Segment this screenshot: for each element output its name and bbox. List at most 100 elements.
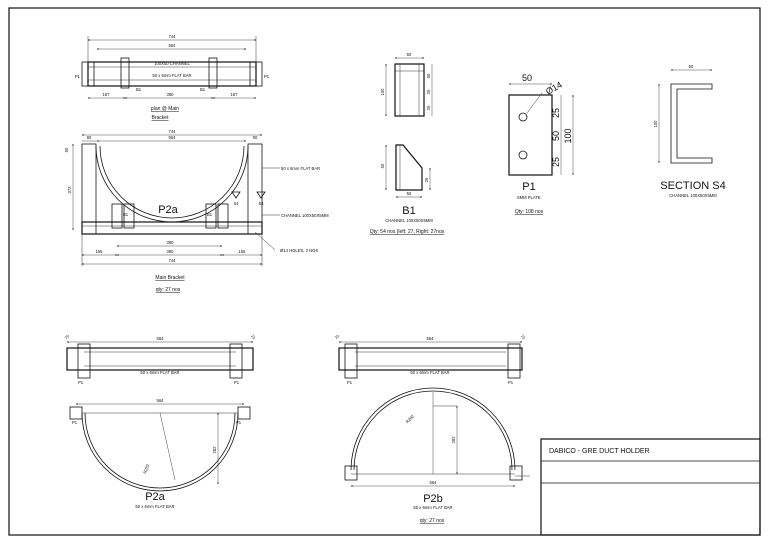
plan-right-p1: P1 (264, 74, 270, 79)
p1-dim-50: 50 (551, 131, 561, 141)
mb-dim-row3: 744 (169, 258, 177, 263)
plan-overall-dim: 744 (169, 34, 177, 39)
p2b-plan-end-left: 70 (334, 333, 341, 340)
plan-left-p1: P1 (75, 74, 81, 79)
sheet-border (8, 7, 761, 536)
p1-dim-25-top: 25 (551, 108, 561, 118)
svg-text:+: + (87, 66, 90, 71)
mb-end-right: 90 (253, 135, 258, 140)
mb-height-dim: 372 (67, 186, 72, 194)
p2a-elev-depth: 282 (212, 446, 217, 454)
p2b-plan: 564 70 70 P1 P1 50 x 6mm FLAT BAR (334, 333, 527, 385)
section-s4: 50 100 SECTION S4 CHANNEL 100X50X5MM (653, 64, 726, 198)
b1-elev-height: 50 (380, 163, 385, 168)
p2b-elev-note: 50 x 6mm FLAT BAR (413, 505, 452, 510)
p2a-plan-overall: 564 (157, 336, 165, 341)
plan-channel-label: 100X50 CHANNEL (154, 61, 190, 66)
p2b-plan-overall: 564 (427, 336, 435, 341)
mb-channel-note: CHANNEL 100X50X5MM (281, 213, 329, 218)
mb-dim-row2-left: 155 (96, 249, 104, 254)
b1-elev-dim: 25 (424, 177, 429, 182)
mb-section-right: S4 (258, 201, 264, 206)
p2a-plan-p1-right: P1 (234, 380, 240, 385)
mb-end-left: 90 (87, 135, 92, 140)
p2a-elev-overall: 564 (157, 398, 165, 403)
b1-inner-dim1: 50 (426, 73, 431, 78)
mb-b1-right: B1 (207, 212, 213, 217)
p2b-elev-radius: R282 (405, 413, 416, 424)
b1-inner-dim3: 25 (426, 105, 431, 110)
mb-caption: Main Bracket (155, 275, 185, 281)
plan-left-b1: B1 (136, 87, 142, 92)
b1-inner-dim2: 25 (426, 89, 431, 94)
s4-channel-note: CHANNEL 100X50X5MM (669, 193, 717, 198)
mb-inner-dim: 564 (169, 135, 177, 140)
p2b-elevation: 282 R282 564 P2b 50 x 6mm FLAT BAR qty: … (344, 387, 530, 524)
p1-top-dim: 50 (522, 73, 532, 83)
p1-hole-dim: Ø14 (544, 80, 564, 97)
p2a-plan-end-left: 70 (64, 333, 71, 340)
plan-inner-dim: 564 (169, 43, 177, 48)
plan-left-offset: 167 (103, 92, 111, 97)
p2a-plan: 564 70 70 P1 P1 50 x 6mm FLAT BAR (64, 333, 257, 385)
b1-elev-bottom: 50 (407, 191, 412, 196)
mb-overall-dim: 744 (169, 129, 177, 134)
p1-label: P1 (522, 181, 535, 193)
mb-holes-note: Ø14 HOLES, 2 NOS (280, 248, 318, 253)
plan-right-b1: B1 (200, 87, 206, 92)
p2b-elev-height: 282 (451, 436, 456, 444)
mb-section-left: S4 (233, 201, 239, 206)
s4-flange-dim: 50 (689, 64, 694, 69)
p2b-elev-overall: 564 (430, 480, 438, 485)
p2a-plan-p1-left: P1 (78, 380, 84, 385)
svg-text:+: + (87, 79, 90, 84)
p2a-elev-label: P2a (145, 491, 165, 503)
p2a-elev-note: 50 x 6mm FLAT BAR (135, 504, 174, 509)
p1-qty: Qty: 108 nos (515, 209, 544, 215)
p2a-plan-end-right: 70 (250, 334, 257, 341)
plan-center-span: 390 (167, 92, 175, 97)
mb-flatbar-note: 50 x 6mm FLAT BAR (281, 166, 320, 171)
main-bracket-view: 744 564 90 90 372 50 B1 B1 P2a 50 x 6mm … (64, 129, 329, 293)
b1-top-dim: 50 (407, 52, 412, 57)
b1-detail: 50 100 50 25 25 50 25 50 B1 CHANNEL 100X… (370, 52, 445, 235)
mb-qty: qty: 27 nos (156, 287, 181, 293)
p1-plate-note: 6MM PLATE (517, 195, 541, 200)
s4-web-dim: 100 (653, 120, 658, 128)
b1-channel-note: CHANNEL 100X50X5MM (385, 218, 433, 223)
p2a-elev-p1-right: P1 (236, 420, 242, 425)
p2b-elev-qty: qty: 27 nos (420, 518, 445, 524)
svg-text:+: + (255, 79, 258, 84)
project-title: DABICO - GRE DUCT HOLDER (549, 448, 650, 455)
p2b-plan-note: 50 x 6mm FLAT BAR (410, 370, 449, 375)
mb-dim-row1: 390 (167, 240, 175, 245)
title-block: DABICO - GRE DUCT HOLDER (540, 438, 761, 536)
s4-label: SECTION S4 (660, 180, 725, 192)
p2b-elev-label: P2b (423, 493, 443, 505)
mb-part-label: P2a (158, 204, 178, 216)
mb-top-dim: 50 (64, 147, 69, 152)
p2a-elevation: 564 R282 282 P1 P1 P2a 50 x 6mm FLAT BAR (69, 398, 251, 509)
plan-view: 744 564 100X50 CHANNEL 50 x 6mm FLAT BAR… (75, 34, 270, 121)
mb-dim-row2-mid: 390 (167, 249, 175, 254)
plan-caption-1: plan @ Main (151, 106, 179, 112)
p1-dim-100: 100 (563, 128, 573, 143)
p1-dim-25-bottom: 25 (551, 157, 561, 167)
plan-caption-2: Bracket (152, 115, 170, 121)
p2a-plan-note: 50 x 6mm FLAT BAR (140, 370, 179, 375)
p2b-plan-p1-left: P1 (347, 380, 353, 385)
p2a-elev-p1-left: P1 (72, 420, 78, 425)
p2b-plan-p1-right: P1 (508, 380, 514, 385)
p1-detail: 50 Ø14 25 50 25 100 P1 6MM PLATE Qty: 10… (508, 73, 574, 215)
b1-side-dim: 100 (380, 88, 385, 96)
mb-b1-left: B1 (123, 212, 129, 217)
p2b-plan-end-right: 70 (520, 334, 527, 341)
b1-qty: Qty: 54 nos (left: 27, Right: 27nos (370, 229, 445, 235)
plan-flatbar-label: 50 x 6mm FLAT BAR (152, 73, 191, 78)
svg-text:+: + (255, 66, 258, 71)
plan-right-offset: 167 (231, 92, 239, 97)
mb-dim-row2-right: 155 (239, 249, 247, 254)
b1-label: B1 (402, 205, 415, 217)
